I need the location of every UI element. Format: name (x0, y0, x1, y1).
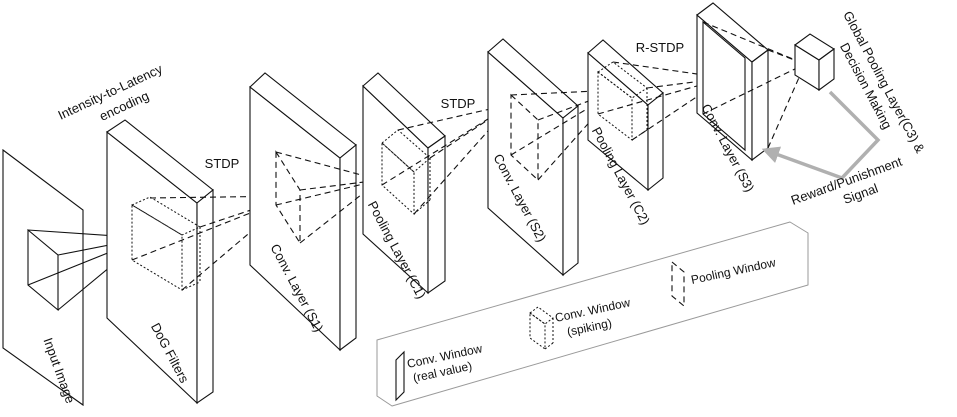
conv-window-real-icon (395, 350, 405, 402)
global-pooling-c3-neurons (794, 33, 835, 92)
rstdp-label: R-STDP (636, 40, 684, 55)
stdp-label-2: STDP (441, 96, 476, 111)
dog-filters-layer (106, 119, 214, 405)
global-pool-label-line1: Global Pooling Layer(C3) & (840, 9, 928, 156)
conv-layer-s3 (696, 2, 769, 162)
conv-window-spiking-icon (529, 306, 554, 350)
legend-pooling-window: Pooling Window (690, 255, 777, 287)
legend-box (376, 221, 809, 407)
pooling-layer-c2 (587, 39, 664, 192)
conv-layer-s1 (249, 72, 357, 352)
pooling-layer-c1 (362, 72, 446, 295)
pooling-window-icon (671, 260, 685, 308)
stdp-label-1: STDP (205, 156, 240, 171)
reward-feedback-arrow (761, 90, 881, 181)
